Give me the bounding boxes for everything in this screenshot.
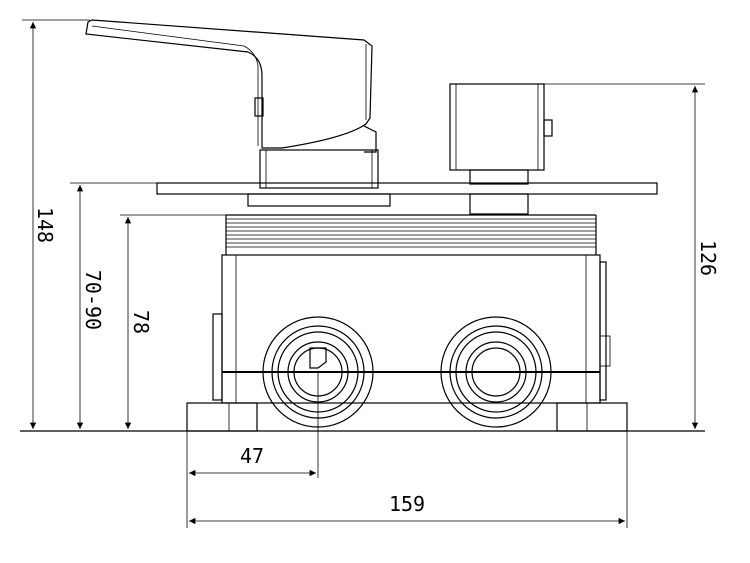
threaded-section [225,214,597,255]
dim-label-78: 78 [129,310,153,334]
foot-left [186,402,258,432]
dim-label-70-90: 70-90 [81,270,105,330]
dim-label-126: 126 [696,240,720,276]
dim-outlet-offset: 47 [188,444,316,477]
extension-lines [22,19,705,528]
dim-label-148: 148 [33,207,57,243]
dim-total-height: 148 [29,22,57,429]
dim-side-height: 126 [691,86,720,429]
knob-screw [543,119,553,137]
dim-label-47: 47 [240,444,264,468]
handle-collar [247,149,391,207]
handle-screw [254,97,264,117]
lever-handle [85,19,377,153]
valve-body [212,254,611,404]
dim-body-height: 78 [124,216,153,429]
foot-right [556,402,628,432]
cover-plate [156,182,658,195]
dim-label-159: 159 [389,492,425,516]
dim-total-width: 159 [188,492,625,525]
dim-wall-depth: 70-90 [76,184,105,429]
outlet-port-right [440,316,552,428]
